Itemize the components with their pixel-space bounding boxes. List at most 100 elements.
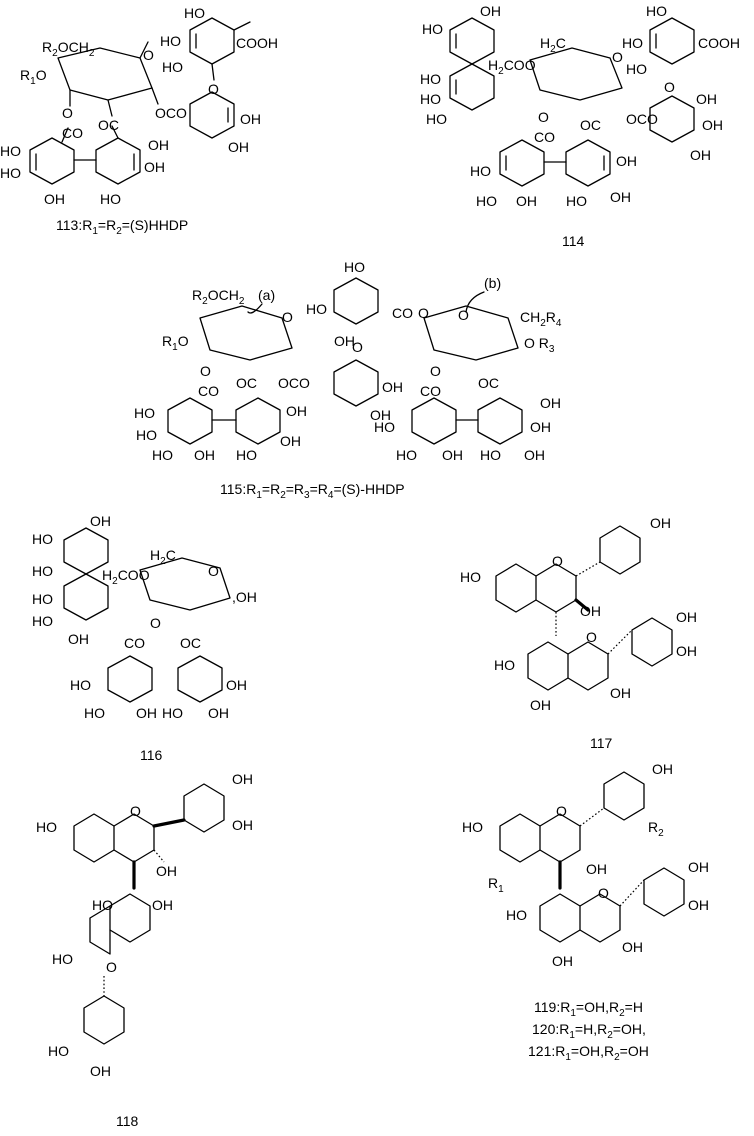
oh-5: OH	[144, 159, 165, 175]
oh-119-3: OH	[586, 861, 607, 877]
oh-114-15: OH	[696, 91, 717, 107]
oh-118-7: HO	[52, 951, 73, 967]
oh-114-14: HO	[626, 61, 647, 77]
co-116: CO	[124, 635, 145, 651]
mark-a: (a)	[258, 287, 275, 303]
oh-114-9: HO	[566, 193, 587, 209]
mark-b: (b)	[484, 275, 501, 291]
oh-115-10: OH	[334, 333, 355, 349]
oh-1: HO	[0, 143, 21, 159]
r1o-label: R1O	[20, 67, 47, 87]
r1o-115: R1O	[162, 333, 189, 353]
oh-4: HO	[100, 191, 121, 207]
caption-115: 115:R1=R2=R3=R4=(S)-HHDP	[220, 481, 405, 501]
o-115: O	[200, 363, 211, 379]
oh-115-2: HO	[136, 427, 157, 443]
oh-116-6: OH	[68, 631, 89, 647]
co-115: CO	[198, 383, 219, 399]
oh-3: OH	[44, 191, 65, 207]
caption-119: 119:R1=OH,R2=H	[534, 999, 643, 1019]
oh-118-8: HO	[48, 1043, 69, 1059]
oh-115-8: HO	[344, 259, 365, 275]
oc-114: OC	[580, 117, 601, 133]
cooh-114: COOH	[698, 35, 740, 51]
o-118-top: O	[130, 803, 141, 819]
oh-116-5: HO	[32, 613, 53, 629]
oh-116-10: HO	[162, 705, 183, 721]
oh-10: OH	[240, 111, 261, 127]
oh-116-anomeric: ,OH	[232, 589, 257, 605]
oh-119-2: OH	[652, 761, 673, 777]
caption-114: 114	[562, 233, 585, 249]
caption-113: 113:R1=R2=(S)HHDP	[56, 217, 188, 237]
caption-121: 121:R1=OH,R2=OH	[528, 1043, 649, 1063]
oh-118-1: HO	[36, 819, 57, 835]
oh-117-5: OH	[530, 697, 551, 713]
oh-11: OH	[228, 139, 249, 155]
oh-116-8: HO	[84, 705, 105, 721]
oh-115-11: OH	[382, 379, 403, 395]
ring-oxygen: O	[143, 47, 154, 63]
co-114: CO	[534, 129, 555, 145]
oh-115-12: OH	[370, 407, 391, 423]
oh-118-2: OH	[232, 771, 253, 787]
oh-115-6: OH	[280, 433, 301, 449]
ether-o: O	[208, 81, 219, 97]
oh-114-12: HO	[646, 3, 667, 19]
oh-115-5: HO	[236, 447, 257, 463]
oh-116-9: OH	[136, 705, 157, 721]
oh-114-7: HO	[476, 193, 497, 209]
o-label: O	[62, 105, 73, 121]
oh-115-18: OH	[530, 419, 551, 435]
oh-115-9: HO	[306, 301, 327, 317]
oh-2: HO	[0, 165, 21, 181]
r2-label: R2	[648, 819, 664, 839]
cooh-label: COOH	[236, 35, 278, 51]
oco-115: OCO	[278, 375, 310, 391]
oh-119-6: OH	[622, 939, 643, 955]
compound-113: O R2OCH2 R1O O CO OC OCO HO HO OH HO OH …	[0, 5, 278, 237]
ether-o-114: O	[664, 79, 675, 95]
oh-119-8: OH	[688, 897, 709, 913]
r1-label: R1	[488, 875, 504, 895]
oh-6: OH	[148, 137, 169, 153]
oh-118-9: OH	[90, 1063, 111, 1079]
oh-119-7: OH	[688, 859, 709, 875]
o-114: O	[538, 109, 549, 125]
o-119-mid: O	[598, 885, 609, 901]
oh-114-5: HO	[426, 111, 447, 127]
compound-114: OH HO HO HO HO H2COO O H2C O CO OC OCO H…	[420, 3, 740, 249]
caption-118: 118	[116, 1113, 139, 1129]
caption-117: 117	[590, 735, 613, 751]
oh-7: HO	[184, 5, 205, 21]
oh-116-1: OH	[90, 513, 111, 529]
oh-115-15: OH	[442, 447, 463, 463]
ring-o-115a: O	[282, 309, 293, 325]
oco-label: OC	[98, 117, 119, 133]
ch2-label: H2C	[540, 35, 566, 55]
compound-118: O HO OH OH OH HO OH O HO HO OH 118	[36, 771, 253, 1129]
oh-116-2: HO	[32, 531, 53, 547]
oh-119-4: HO	[506, 907, 527, 923]
compound-115: O R2OCH2 R1O (a) O CO OC OCO HO HO HO OH…	[134, 259, 562, 501]
oh-119-1: HO	[462, 819, 483, 835]
oh-116-3: HO	[32, 563, 53, 579]
ch2-116: H2C	[150, 547, 176, 567]
r2och2-label: R2OCH2	[42, 39, 95, 59]
oh-116-11: OH	[208, 705, 229, 721]
oc-115: OC	[236, 375, 257, 391]
oh-114-10: OH	[610, 189, 631, 205]
o-117-top: O	[552, 553, 563, 569]
oh-115-1: HO	[134, 405, 155, 421]
oh-117-4: HO	[494, 657, 515, 673]
compound-116: OH HO HO HO HO OH H2COO O H2C ,OH O CO O…	[32, 513, 257, 763]
oh-114-13: HO	[622, 35, 643, 51]
oh-117-6: OH	[610, 685, 631, 701]
oh-117-8: OH	[676, 643, 697, 659]
o-115c: O	[418, 305, 429, 321]
oh-116-7: HO	[70, 677, 91, 693]
oh-114-1: OH	[480, 3, 501, 19]
oh-9: HO	[162, 59, 183, 75]
o-119-top: O	[556, 803, 567, 819]
